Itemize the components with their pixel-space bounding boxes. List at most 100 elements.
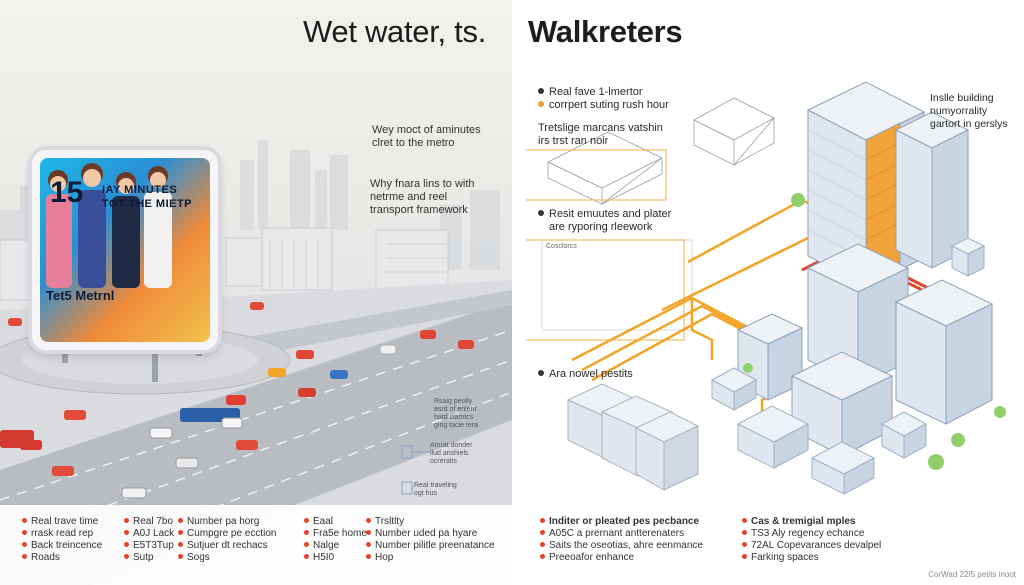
legend-label: Number pilitle preenatance [375, 540, 495, 551]
caption-line: Tretslige marcans vatshin [538, 122, 663, 134]
note-line: ocreralts [430, 458, 457, 465]
billboard-tagline: Tet5 Metrnl [46, 288, 115, 303]
bullet-icon [742, 518, 747, 523]
legend-item: E5T3Tup [124, 540, 174, 552]
legend-label: A05C a prernant antterenaters [549, 528, 685, 539]
bullet-icon [124, 518, 129, 523]
note-line: Amrat donder [430, 442, 473, 449]
bullet-icon [124, 554, 129, 559]
legend-item: 72AL Copevarances devalpel [742, 540, 881, 552]
legend-item: Number uded pa hyare [366, 528, 495, 540]
bullet-icon [366, 542, 371, 547]
legend-item: A0J Lack [124, 528, 174, 540]
note-line: Rsaig peolly [434, 398, 473, 405]
bullet-icon [304, 518, 309, 523]
bullet-icon [366, 554, 371, 559]
caption-line: Ara nowel pestits [549, 368, 633, 380]
billboard-headline-1: IAY MINUTES [102, 184, 178, 196]
bullet-icon [22, 542, 27, 547]
bullet-icon [304, 542, 309, 547]
legend-label: Number uded pa hyare [375, 528, 478, 539]
bullet-icon [178, 518, 183, 523]
legend-item: Real 7bo [124, 516, 174, 528]
legend-label: Fra5e home [313, 528, 367, 539]
legend-item: Number pa horg [178, 516, 277, 528]
bullet-label: corrpert suting rush hour [549, 99, 669, 111]
right-legend-column-2: Cas & tremigial mples TS3 Aly regency ec… [742, 516, 881, 564]
corner-caption: Inslle building numyorrality gartort in … [930, 92, 1008, 131]
bullet-icon [538, 101, 544, 107]
bullet-icon [540, 530, 545, 535]
bullet-icon [742, 542, 747, 547]
bullet-icon [540, 542, 545, 547]
legend-label: Hop [375, 552, 394, 563]
bullet-item: Real fave 1-lmertor [538, 86, 669, 99]
billboard-people-image [46, 163, 172, 288]
bullet-icon [538, 370, 544, 376]
diagram-caption-3: Ara nowel pestits [538, 368, 633, 381]
legend-label: Saits the oseotias, ahre eenmance [549, 540, 703, 551]
bullet-item: Resit emuutes and plater [538, 208, 671, 221]
legend-label: Trsltlty [375, 516, 405, 527]
legend-label: A0J Lack [133, 528, 175, 539]
legend-label: Real trave time [31, 516, 99, 527]
legend-label: rrask read rep [31, 528, 94, 539]
bullet-icon [22, 518, 27, 523]
note-line: ogt hus [414, 490, 437, 497]
top-bullets: Real fave 1-lmertor corrpert suting rush… [538, 86, 669, 112]
legend-column-1: Real trave time rrask read rep Back trei… [22, 516, 102, 564]
bullet-icon [366, 518, 371, 523]
legend-label: Back treincence [31, 540, 103, 551]
caption-line: Resit emuutes and plater [549, 208, 672, 220]
legend-item: Cumpgre pe ecction [178, 528, 277, 540]
bullet-icon [22, 530, 27, 535]
diagram-caption-1: Tretslige marcans vatshin irs trst ran n… [538, 122, 663, 148]
bullet-icon [124, 530, 129, 535]
legend-column-5: Trsltlty Number uded pa hyare Number pil… [366, 516, 495, 564]
legend-label: Sutp [133, 552, 154, 563]
diagram-caption-2: Resit emuutes and plater are ryporing rl… [538, 208, 671, 234]
footer-credit: CorWad 22I5 petits inoot [928, 570, 1016, 579]
legend-item: Sutjuer dt rechacs [178, 540, 277, 552]
billboard-number: 15 [50, 176, 84, 209]
left-caption-2: Why fnara lins to with netrme and reel t… [370, 178, 475, 217]
legend-item: rrask read rep [22, 528, 102, 540]
caption-line: clret to the metro [372, 137, 455, 149]
note-line: ging tacie tera [434, 422, 478, 429]
bullet-icon [540, 554, 545, 559]
right-legend-column-1: Inditer or pleated pes pecbance A05C a p… [540, 516, 703, 564]
page-title: Wet water, ts. Walkreters [0, 14, 1024, 54]
bullet-icon [178, 542, 183, 547]
legend-label: Preeoafor enhance [549, 552, 635, 563]
caption-line: transport framework [370, 204, 468, 216]
title-left: Wet water, ts. [303, 14, 487, 49]
note-line: ilud anshiels [430, 450, 469, 457]
legend-label: H5I0 [313, 552, 335, 563]
caption-line: netrme and reel [370, 191, 448, 203]
legend-item: Trsltlty [366, 516, 495, 528]
legend-item: TS3 Aly regency echance [742, 528, 881, 540]
bullet-icon [538, 210, 544, 216]
legend-item: Preeoafor enhance [540, 552, 703, 564]
legend-item: Roads [22, 552, 102, 564]
legend-item: H5I0 [304, 552, 367, 564]
bullet-icon [366, 530, 371, 535]
legend-column-2: Real 7bo A0J Lack E5T3Tup Sutp [124, 516, 174, 564]
legend-label: Roads [31, 552, 60, 563]
caption-line: irs trst ran noir [538, 135, 609, 147]
left-caption-1: Wey moct of aminutes clret to the metro [372, 124, 481, 150]
city-photo-panel: 15 IAY MINUTES TOT THE MIETP Tet5 Metrnl… [0, 0, 512, 585]
legend-label: E5T3Tup [133, 540, 174, 551]
legend-label: Farking spaces [751, 552, 819, 563]
note-line: asrd of enlent [434, 406, 477, 413]
legend-item: Back treincence [22, 540, 102, 552]
legend-item: Hop [366, 552, 495, 564]
legend-label: TS3 Aly regency echance [751, 528, 865, 539]
legend-label: Cas & tremigial mples [751, 516, 856, 527]
isometric-buildings-diagram [526, 81, 1006, 495]
legend-item: Number pilitle preenatance [366, 540, 495, 552]
legend-label: Real 7bo [133, 516, 174, 527]
road-note-3: Real traveling ogt hus [414, 482, 457, 498]
bullet-icon [22, 554, 27, 559]
bullet-icon [742, 530, 747, 535]
